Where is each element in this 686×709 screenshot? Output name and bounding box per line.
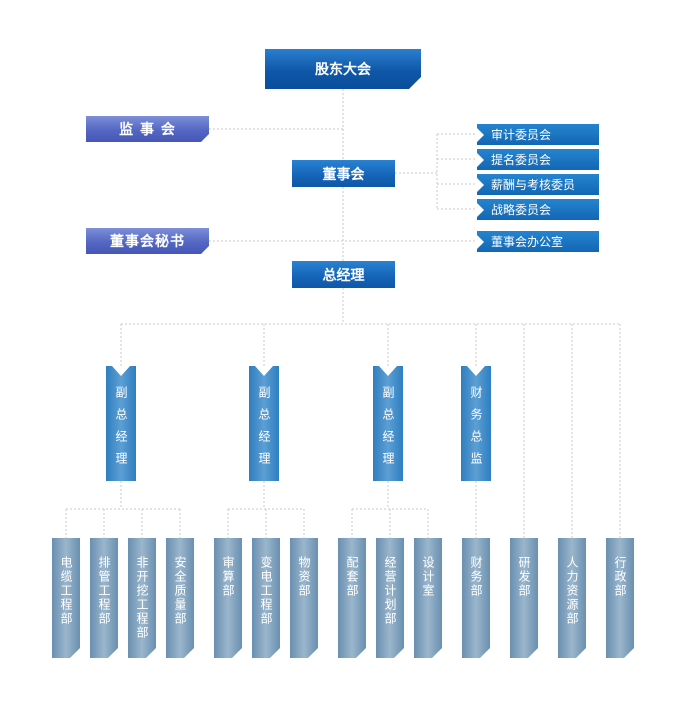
arrow-icon	[477, 202, 484, 217]
vice-president-box-3: 副总经理	[373, 366, 403, 481]
executive-label: 副总经理	[257, 385, 271, 474]
department-finance: 财务部	[462, 538, 490, 658]
arrow-icon	[477, 177, 484, 192]
notch-icon	[112, 366, 130, 376]
committee-item-remuneration: 薪酬与考核委员	[477, 174, 599, 195]
department-label: 电缆工程部	[59, 556, 73, 626]
board-office-label: 董事会办公室	[491, 235, 564, 249]
shareholders-meeting-label: 股东大会	[315, 62, 371, 78]
department-label: 配套部	[345, 556, 359, 598]
board-of-directors-label: 董事会	[322, 166, 365, 183]
board-office-box: 董事会办公室	[477, 231, 599, 252]
notch-icon	[255, 366, 273, 376]
executive-label: 副总经理	[381, 385, 395, 474]
supervisory-board-box: 监 事 会	[86, 116, 209, 142]
notch-icon	[379, 366, 397, 376]
department-label: 财务部	[469, 556, 483, 598]
committee-item-nomination: 提名委员会	[477, 149, 599, 170]
department-label: 排管工程部	[97, 556, 111, 626]
committee-label: 薪酬与考核委员	[491, 178, 576, 192]
corner-fold-icon	[409, 77, 421, 89]
corner-fold-icon	[394, 648, 404, 658]
corner-fold-icon	[70, 648, 80, 658]
department-business-planning: 经营计划部	[376, 538, 404, 658]
board-secretary-box: 董事会秘书	[86, 228, 209, 254]
corner-fold-icon	[108, 648, 118, 658]
department-audit-budget: 审算部	[214, 538, 242, 658]
department-label: 经营计划部	[383, 556, 397, 626]
executive-label: 副总经理	[114, 385, 128, 474]
corner-fold-icon	[432, 648, 442, 658]
board-of-directors-box: 董事会	[292, 160, 395, 187]
department-conduit-engineering: 排管工程部	[90, 538, 118, 658]
notch-icon	[467, 366, 485, 376]
corner-fold-icon	[232, 648, 242, 658]
committee-item-audit: 审计委员会	[477, 124, 599, 145]
general-manager-label: 总经理	[322, 267, 365, 284]
department-design-office: 设计室	[414, 538, 442, 658]
corner-fold-icon	[308, 648, 318, 658]
committee-item-strategy: 战略委员会	[477, 199, 599, 220]
corner-fold-icon	[201, 246, 209, 254]
department-label: 变电工程部	[259, 556, 273, 626]
department-safety-quality: 安全质量部	[166, 538, 194, 658]
department-human-resources: 人力资源部	[558, 538, 586, 658]
corner-fold-icon	[146, 648, 156, 658]
department-label: 设计室	[421, 556, 435, 598]
corner-fold-icon	[624, 648, 634, 658]
vice-president-box-2: 副总经理	[249, 366, 279, 481]
department-supporting: 配套部	[338, 538, 366, 658]
arrow-icon	[477, 127, 484, 142]
corner-fold-icon	[184, 648, 194, 658]
supervisory-board-label: 监 事 会	[119, 122, 176, 138]
arrow-icon	[477, 152, 484, 167]
department-label: 安全质量部	[173, 556, 187, 626]
committee-label: 审计委员会	[491, 128, 552, 142]
shareholders-meeting-box: 股东大会	[265, 49, 421, 89]
corner-fold-icon	[576, 648, 586, 658]
executive-label: 财务总监	[469, 385, 483, 474]
vice-president-box-1: 副总经理	[106, 366, 136, 481]
cfo-box: 财务总监	[461, 366, 491, 481]
corner-fold-icon	[356, 648, 366, 658]
committee-label: 提名委员会	[491, 153, 552, 167]
department-substation-engineering: 变电工程部	[252, 538, 280, 658]
department-label: 行政部	[613, 556, 627, 598]
board-secretary-label: 董事会秘书	[110, 234, 185, 250]
corner-fold-icon	[480, 648, 490, 658]
general-manager-box: 总经理	[292, 261, 395, 288]
corner-fold-icon	[270, 648, 280, 658]
department-rnd: 研发部	[510, 538, 538, 658]
department-label: 非开挖工程部	[135, 556, 149, 640]
corner-fold-icon	[201, 134, 209, 142]
department-materials: 物资部	[290, 538, 318, 658]
arrow-icon	[477, 234, 484, 249]
corner-fold-icon	[528, 648, 538, 658]
department-label: 物资部	[297, 556, 311, 598]
department-trenchless-engineering: 非开挖工程部	[128, 538, 156, 658]
department-label: 人力资源部	[565, 556, 579, 626]
department-cable-engineering: 电缆工程部	[52, 538, 80, 658]
committee-label: 战略委员会	[491, 203, 552, 217]
department-label: 研发部	[517, 556, 531, 598]
department-label: 审算部	[221, 556, 235, 598]
department-administration: 行政部	[606, 538, 634, 658]
